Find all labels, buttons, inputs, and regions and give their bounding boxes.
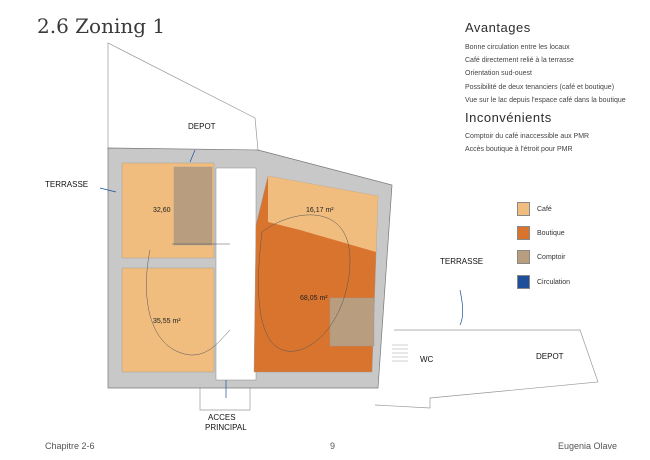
site-outline-top [107, 42, 259, 151]
comptoir-top [173, 166, 213, 246]
legend-item-boutique: Boutique [517, 226, 565, 240]
site-outline-right [374, 329, 599, 409]
legend-label: Circulation [537, 278, 571, 286]
legend-label: Café [537, 205, 552, 213]
legend-item-cafe: Café [517, 202, 552, 216]
disadvantages-list: Comptoir du café inaccessible aux PMR Ac… [465, 130, 589, 156]
footer-chapter: Chapitre 2-6 [45, 441, 95, 451]
arrow-terrasse-left [99, 187, 117, 193]
advantage-item: Café directement relié à la terrasse [465, 57, 574, 65]
label-depot-top: DEPOT [188, 122, 216, 131]
disadvantages-heading: Inconvénients [465, 110, 552, 125]
label-principal: PRINCIPAL [205, 423, 247, 432]
legend-item-comptoir: Comptoir [517, 250, 565, 264]
corridor [215, 167, 257, 381]
advantages-list: Bonne circulation entre les locaux Café … [465, 41, 626, 107]
legend-swatch [517, 202, 530, 216]
legend-swatch [517, 275, 530, 289]
arrow-terrasse-right [459, 289, 464, 326]
area-cafe-top: 32,60 [153, 207, 171, 214]
disadvantage-item: Comptoir du café inaccessible aux PMR [465, 133, 590, 140]
stairs [392, 344, 408, 362]
cafe-room-bottom [121, 267, 215, 373]
advantage-item: Possibilité de deux tenanciers (café et … [465, 83, 615, 91]
page-title: 2.6 Zoning 1 [37, 14, 166, 38]
label-wc: WC [420, 355, 434, 364]
legend-swatch [517, 226, 530, 240]
advantage-item: Bonne circulation entre les locaux [465, 44, 570, 51]
boutique-upper-zone [268, 176, 378, 252]
area-circulation: 16,17 m² [306, 207, 334, 214]
circulation-path-cafe [146, 249, 231, 356]
legend-label: Comptoir [537, 253, 566, 261]
comptoir-right [329, 297, 375, 347]
legend-swatch [517, 250, 530, 264]
arrow-depot [189, 149, 196, 163]
area-boutique: 68,05 m² [300, 295, 328, 302]
area-cafe-bottom: 35,55 m² [153, 318, 181, 325]
footer-author: Eugenia Olave [558, 441, 618, 451]
label-depot-right: DEPOT [536, 352, 564, 361]
legend-label: Boutique [537, 229, 565, 237]
advantages-heading: Avantages [465, 20, 531, 35]
label-acces: ACCES [208, 413, 236, 422]
advantage-item: Vue sur le lac depuis l'espace café dans… [465, 96, 626, 104]
advantage-item: Orientation sud-ouest [465, 70, 532, 78]
site-outline-bottom [199, 388, 251, 411]
disadvantage-item: Accès boutique à l'étroit pour PMR [465, 146, 573, 154]
legend-item-circulation: Circulation [517, 275, 570, 289]
label-terrasse-right: TERRASSE [440, 257, 484, 266]
footer-page-number: 9 [330, 441, 336, 451]
label-terrasse-left: TERRASSE [45, 180, 89, 189]
circulation-path-boutique [258, 214, 351, 352]
